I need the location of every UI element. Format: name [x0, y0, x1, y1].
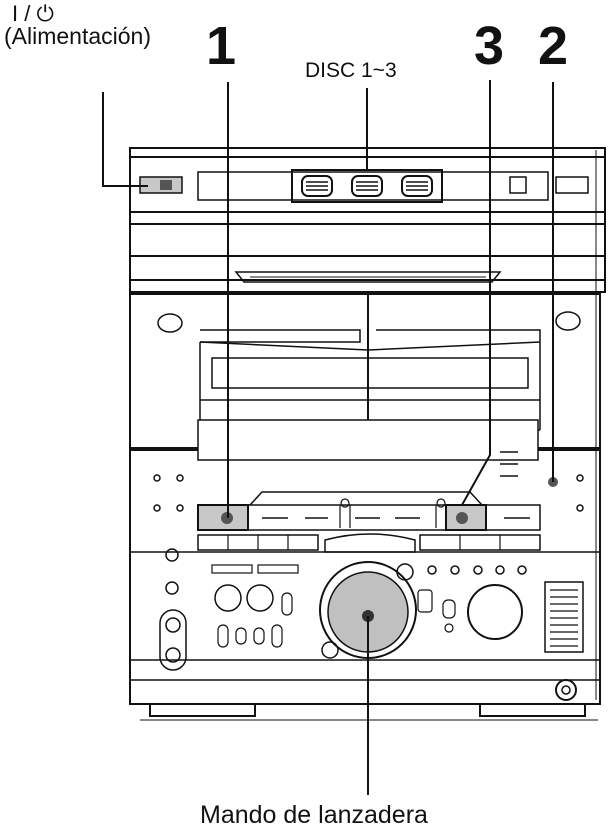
left-tape-eject-icon[interactable] [157, 313, 183, 333]
headphone-jack-icon [555, 679, 577, 701]
power-label: (Alimentación) [4, 23, 151, 49]
disc-3-button[interactable] [401, 175, 433, 197]
disc-1-button[interactable] [301, 175, 333, 197]
power-symbol: I / ⏻ [12, 1, 54, 26]
slider-panel[interactable] [544, 581, 584, 653]
volume-knob[interactable] [467, 584, 523, 640]
power-leader-line [102, 92, 148, 187]
callout-3: 3 [474, 16, 505, 76]
callout-2: 2 [538, 16, 569, 76]
callout-1: 1 [206, 16, 237, 76]
callout-3-line [461, 80, 491, 506]
disc-label: DISC 1~3 [305, 59, 397, 82]
right-tape-eject-icon[interactable] [555, 311, 581, 331]
disc-2-button[interactable] [351, 175, 383, 197]
shuttle-knob-label: Mando de lanzadera [200, 801, 428, 829]
